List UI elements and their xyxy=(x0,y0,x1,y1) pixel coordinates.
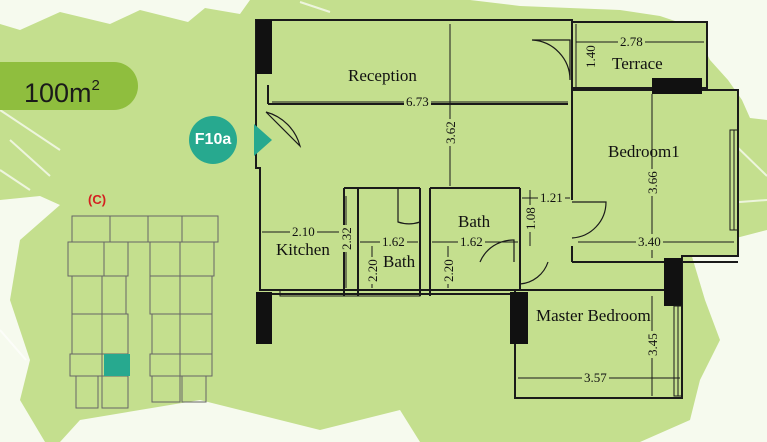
dim-kitchen-width: 2.10 xyxy=(290,224,317,240)
room-label-terrace: Terrace xyxy=(612,54,663,73)
door-swings xyxy=(265,39,607,285)
room-label-master-bedroom: Master Bedroom xyxy=(536,306,651,325)
room-label-kitchen: Kitchen xyxy=(276,240,330,259)
dim-reception-width: 6.73 xyxy=(404,94,431,110)
dim-bath2-width: 1.62 xyxy=(458,234,485,250)
room-label-bedroom1: Bedroom1 xyxy=(608,142,680,161)
dim-passage-depth: 1.08 xyxy=(523,205,539,232)
plan-outline xyxy=(255,19,739,399)
dim-kitchen-depth: 2.32 xyxy=(339,225,355,252)
dim-terrace-width: 2.78 xyxy=(618,34,645,50)
unit-code-badge: F10a xyxy=(189,116,237,164)
dim-passage-width: 1.21 xyxy=(538,190,565,206)
dim-terrace-depth: 1.40 xyxy=(583,43,599,70)
dim-bedroom1-depth: 3.66 xyxy=(645,169,661,196)
windows xyxy=(279,129,739,397)
dim-bath1-width: 1.62 xyxy=(380,234,407,250)
dim-master-depth: 3.45 xyxy=(645,331,661,358)
dim-bedroom1-width: 3.40 xyxy=(636,234,663,250)
unit-area-badge: 100m2 xyxy=(0,62,138,110)
unit-area-superscript: 2 xyxy=(91,77,100,94)
room-label-reception: Reception xyxy=(348,66,417,85)
dim-bath1-depth: 2.20 xyxy=(365,257,381,284)
room-label-bath-2: Bath xyxy=(458,212,491,231)
dim-bath2-depth: 2.20 xyxy=(441,257,457,284)
key-plan xyxy=(67,215,219,409)
room-label-bath-1: Bath xyxy=(383,252,416,271)
unit-area-value: 100m xyxy=(24,78,92,108)
structural-columns xyxy=(256,20,702,344)
key-plan-highlighted-unit xyxy=(104,354,130,376)
dim-master-width: 3.57 xyxy=(582,370,609,386)
dim-reception-depth: 3.62 xyxy=(443,119,459,146)
entrance-arrow-icon xyxy=(254,124,272,156)
key-plan-label: (C) xyxy=(88,192,107,207)
